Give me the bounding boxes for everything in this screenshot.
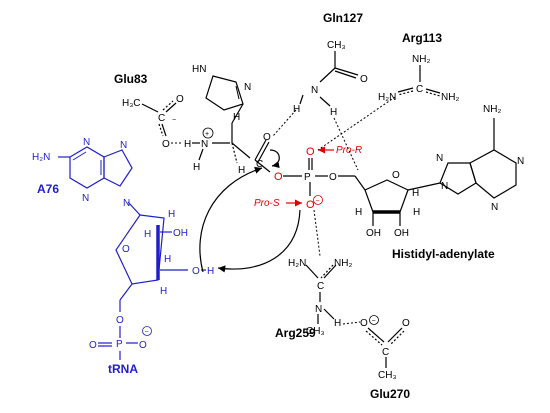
his-h-left: H — [184, 139, 191, 150]
a76-3-o: O — [192, 266, 200, 277]
pro-r-oxygen: O — [306, 146, 315, 158]
adenine-nh2: NH₂ — [483, 104, 501, 115]
ribose-h-b: H — [413, 207, 420, 218]
histidyl-adenylate-label: Histidyl-adenylate — [392, 247, 495, 261]
adenine-n7: N — [436, 153, 443, 164]
glu83-residue: Glu83 H₃C C O − O — [114, 72, 184, 150]
gln127-nitrogen: N — [311, 85, 318, 96]
adenine-n1: N — [517, 156, 524, 167]
svg-text:+: + — [205, 131, 209, 138]
ribose-oh-2: OH — [366, 228, 381, 239]
a76-n9: N — [123, 198, 130, 209]
a76-3-h: H — [207, 266, 214, 277]
arg259-residue: H₂N NH₂ C N H CH₃ Arg259 — [275, 258, 352, 340]
phosphorus: P — [304, 172, 311, 183]
arg113-residue: Arg113 NH₂ C H₂N NH₂ — [378, 31, 459, 103]
his-h2: H — [233, 112, 240, 123]
ribose-h-a: H — [355, 207, 362, 218]
svg-text:−: − — [145, 329, 149, 336]
his-hn: HN — [192, 64, 206, 75]
a76-h3: H — [164, 254, 171, 265]
a76-h1: H — [168, 209, 175, 220]
his-ring-n: N — [244, 82, 251, 93]
his-nitrogen: N — [201, 139, 208, 150]
his-carbonyl-c: C — [256, 159, 263, 170]
glu83-minus: − — [172, 117, 176, 124]
hydrogen-bonds — [272, 96, 396, 325]
glu270-o-right: O — [402, 318, 410, 329]
gln127-residue: Gln127 CH₃ O N H H — [293, 11, 368, 118]
a76-h4: H — [160, 286, 167, 297]
a76-nh2: H₂N — [32, 152, 50, 163]
a76-n7: N — [120, 140, 127, 151]
his-plus-charge — [202, 127, 214, 139]
arg259-carbon: C — [317, 281, 324, 292]
arg113-h2n-left: H₂N — [378, 92, 396, 103]
his-carbonyl-o: O — [263, 132, 271, 143]
glu83-label: Glu83 — [114, 72, 148, 86]
his-h-lower: H — [193, 162, 200, 173]
arg259-label: Arg259 — [275, 326, 316, 340]
arg259-nh2: NH₂ — [334, 258, 352, 269]
a76-n1: N — [83, 137, 90, 148]
gln127-methyl: CH₃ — [327, 40, 346, 51]
ribose-oh-3: OH — [394, 228, 409, 239]
ribose-ring-o: O — [392, 170, 400, 181]
ribose-h-c: H — [412, 188, 419, 199]
glu270-label: Glu270 — [370, 387, 410, 401]
a76-ring-o: O — [122, 244, 130, 255]
bridge-oxygen: O — [274, 171, 283, 183]
histidyl-adenylate: O P O O − O Pro-R Pro-S O OH OH H H H N — [254, 104, 524, 261]
trna-o-double: O — [89, 340, 97, 351]
a76-n3: N — [82, 193, 89, 204]
arg113-label: Arg113 — [402, 31, 442, 45]
his-alpha-h: H — [238, 165, 245, 176]
gln127-label: Gln127 — [323, 11, 363, 25]
glu83-carbon: C — [158, 113, 165, 124]
trna-o-minus: O — [139, 340, 147, 351]
a76-label: A76 — [37, 182, 59, 196]
adenine-n3: N — [491, 202, 498, 213]
arg259-nitrogen: N — [315, 304, 322, 315]
glu270-residue: O − O C CH₃ Glu270 — [360, 315, 410, 401]
glu83-o-upper: O — [176, 94, 184, 105]
arg259-h: H — [334, 318, 341, 329]
reaction-arrows — [199, 166, 301, 273]
glu270-methyl: CH₃ — [378, 370, 397, 381]
gln127-oxygen: O — [360, 74, 368, 85]
arg113-nh2-top: NH₂ — [412, 54, 430, 65]
glu83-o-lower: O — [162, 139, 170, 150]
arg113-nh2-right: NH₂ — [441, 92, 459, 103]
gln127-h2: H — [330, 107, 337, 118]
svg-text:−: − — [316, 198, 320, 205]
adenine-n9: N — [441, 181, 448, 192]
arg259-methyl: CH₃ — [306, 326, 325, 337]
a76-2-oh: OH — [173, 228, 188, 239]
glu270-o-left: O — [360, 318, 368, 329]
ester-oxygen: O — [329, 172, 337, 183]
pro-r-label: Pro-R — [336, 145, 362, 156]
histidine-residue: H N + H H HN N H O C — [184, 64, 280, 176]
trna-label: tRNA — [108, 362, 138, 376]
pro-s-oxygen: O — [306, 199, 315, 211]
a76-h2: H — [144, 229, 151, 240]
arg113-carbon: C — [416, 84, 423, 95]
gln127-h1: H — [293, 104, 300, 115]
pro-s-label: Pro-S — [254, 198, 280, 209]
svg-text:−: − — [372, 318, 376, 325]
trna-phosphorus: P — [116, 339, 123, 350]
arg259-h2n: H₂N — [288, 258, 306, 269]
pro-s-minus-charge — [313, 195, 323, 205]
a76-5-o: O — [116, 315, 124, 326]
glu83-methyl: H₃C — [122, 98, 141, 109]
glu270-carbon: C — [382, 347, 389, 358]
a76-trna: A76 N N N N H₂N O H H OH H O H H O P O — [32, 137, 214, 376]
